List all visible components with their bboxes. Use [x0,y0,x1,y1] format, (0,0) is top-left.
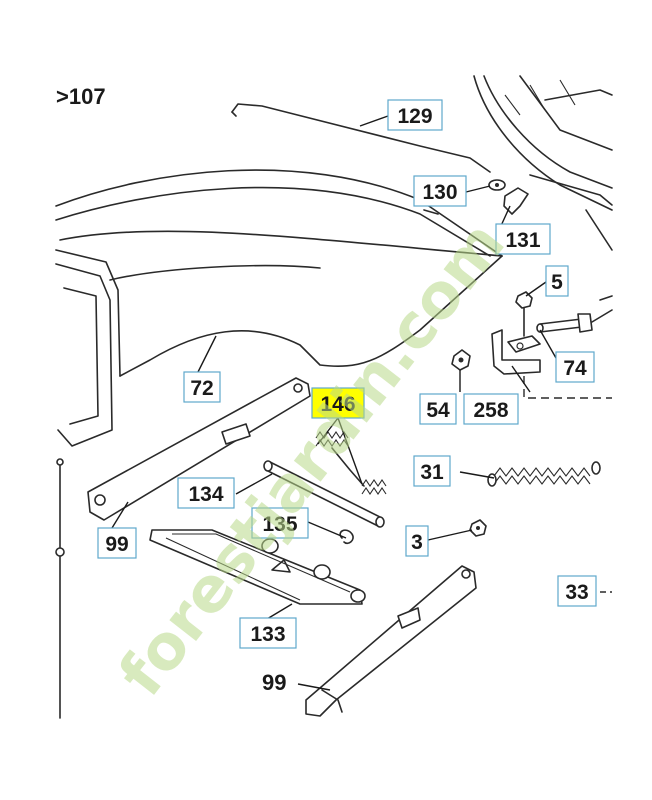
callout-131: 131 [495,223,551,255]
callout-146: 146 [311,387,365,419]
callout-31-text: 31 [420,461,444,484]
callout-130: 130 [413,175,467,207]
callout-99-upper-text: 99 [105,533,128,556]
callout-33: 33 [557,575,597,607]
callout-74: 74 [555,351,595,383]
callout-129-text: 129 [397,105,432,128]
callout-135: 135 [251,507,309,539]
callout-129: 129 [387,99,443,131]
ref-label: >107 [56,84,106,109]
callout-258: 258 [463,393,519,425]
callout-72: 72 [183,371,221,403]
callout-54: 54 [419,393,457,425]
callout-258-text: 258 [473,399,508,422]
callout-99-upper: 99 [97,527,137,559]
callout-54-text: 54 [426,399,450,422]
callout-3-text: 3 [411,531,423,554]
callout-31: 31 [413,455,451,487]
callout-5: 5 [545,265,569,297]
callout-74-text: 74 [563,357,587,380]
callout-134: 134 [177,477,235,509]
callout-99-lower-text: 99 [262,670,286,695]
callout-134-text: 134 [188,483,223,506]
callout-135-text: 135 [262,513,297,536]
callout-133-text: 133 [250,623,285,646]
callout-5-text: 5 [551,271,563,294]
callout-3: 3 [405,525,429,557]
drawing [55,75,613,719]
callout-133: 133 [239,617,297,649]
callout-72-text: 72 [190,377,213,400]
callout-131-text: 131 [505,229,540,252]
callout-33-text: 33 [565,581,588,604]
callout-146-text: 146 [320,393,355,416]
callouts: >107 129 130 131 5 72 146 54 [56,84,597,695]
callout-130-text: 130 [422,181,457,204]
